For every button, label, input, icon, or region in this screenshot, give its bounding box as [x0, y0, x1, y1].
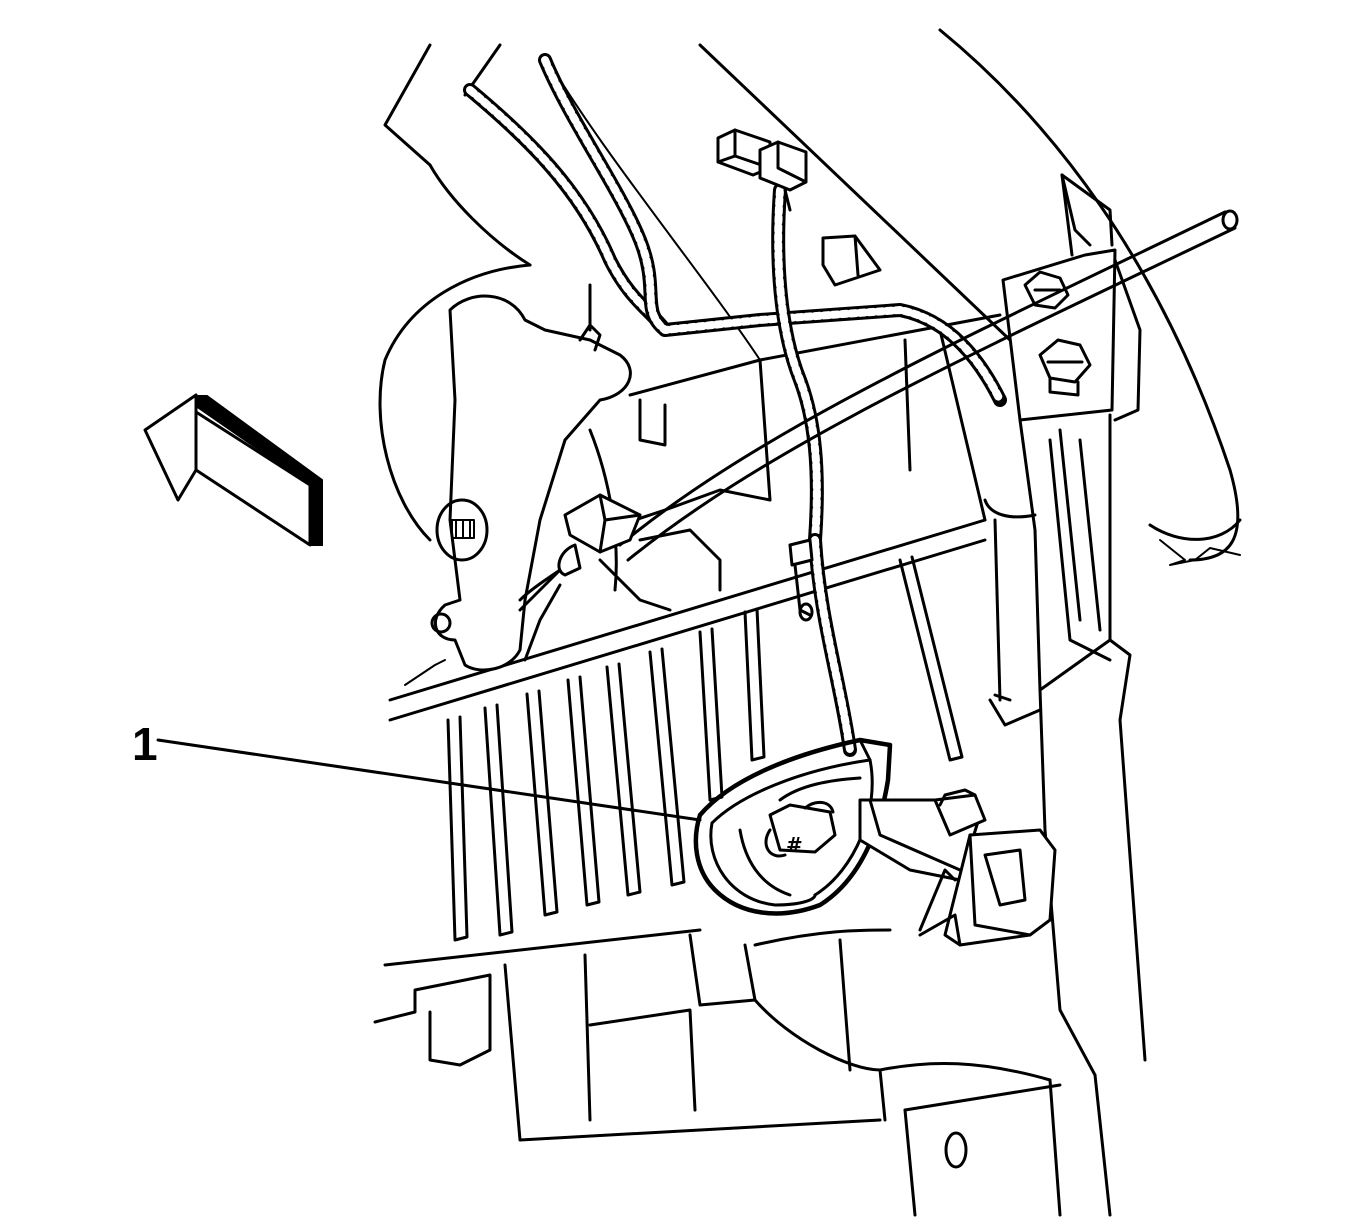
mounting-bracket: [983, 173, 1147, 1077]
sensor-mount-clip: [918, 828, 1057, 947]
filter-grille: [446, 555, 964, 942]
grille-rib: [648, 647, 686, 887]
inlet-door-actuator: [404, 283, 632, 686]
lower-duct: [373, 928, 1112, 1217]
callout-1-label: 1: [132, 718, 158, 770]
grille-rib: [898, 555, 964, 762]
grille-rib: [525, 689, 559, 917]
svg-text:#: #: [786, 833, 803, 857]
callout-1-leader: [156, 738, 702, 822]
forward-arrow-icon: [143, 393, 323, 547]
harness-clip: [788, 538, 814, 622]
wiring-harness: [463, 53, 1007, 757]
grille-rib: [566, 675, 601, 907]
grille-rib: [743, 607, 766, 762]
bolt-lower: [1038, 338, 1092, 397]
grille-rib: [446, 715, 469, 942]
screw-icon: #: [786, 833, 803, 857]
callout-1: 1: [132, 718, 702, 822]
grille-rib: [698, 627, 724, 802]
control-cable: [518, 209, 1239, 602]
grille-rib: [483, 703, 514, 937]
harness-connector: [716, 128, 808, 212]
sensor-duct-housing: [693, 737, 987, 916]
bolt-upper: [1023, 270, 1070, 310]
grille-rib: [605, 662, 642, 897]
cable-clamp: [557, 493, 642, 577]
